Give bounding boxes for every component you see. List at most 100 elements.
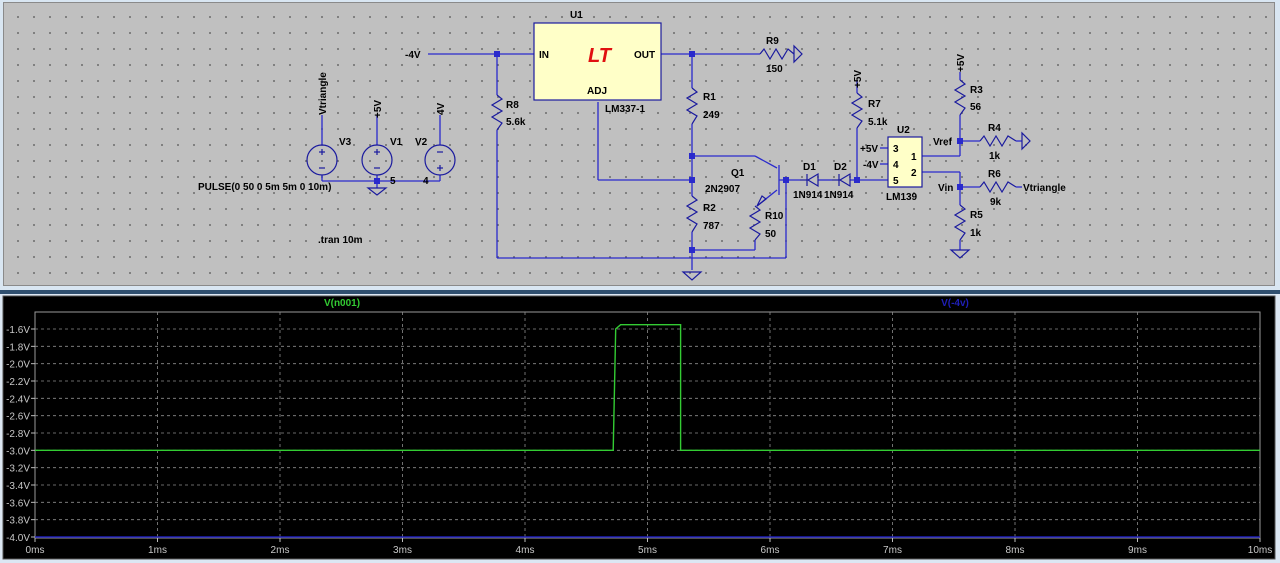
resistor-R4: [979, 134, 1017, 148]
ref-R5: R5: [970, 210, 983, 221]
value-R2: 787: [703, 221, 720, 232]
resistor-R9: [759, 47, 795, 61]
value-R4: 1k: [989, 151, 1001, 162]
waveform-plot[interactable]: -1.6V -1.8V -2.0V -2.2V -2.4V -2.6V -2.8V -3.0V…: [0, 294, 1280, 563]
net-label-plus5v-r7: +5V: [853, 70, 864, 88]
trace-vn001[interactable]: [35, 324, 1260, 452]
ground-icon: [949, 249, 971, 259]
ref-D2: D2: [834, 162, 847, 173]
schematic-drawing[interactable]: LT IN OUT ADJ U1 LM337-1 3 4 5 1 2 +5V -…: [0, 0, 1280, 290]
ground-icon: [366, 187, 388, 196]
x-tick-label: 5ms: [638, 545, 657, 556]
source-V3: [306, 144, 338, 176]
ground-icon: [1021, 131, 1031, 151]
resistor-R6: [979, 180, 1017, 194]
ref-R3: R3: [970, 85, 983, 96]
y-tick-label: -2.2V: [6, 377, 30, 388]
ground-icon: [681, 271, 703, 281]
ground-symbols: [366, 44, 1031, 281]
y-tick-label: -2.0V: [6, 360, 30, 371]
resistor-R8: [490, 94, 504, 131]
ref-V2: V2: [415, 137, 428, 148]
value-V3: PULSE(0 50 0 5m 5m 0 10m): [198, 182, 331, 193]
ref-R8: R8: [506, 100, 519, 111]
value-R3: 56: [970, 102, 982, 113]
pane-splitter[interactable]: [0, 290, 1280, 294]
ref-R2: R2: [703, 203, 716, 214]
ref-V3: V3: [339, 137, 352, 148]
diode-D1: [806, 172, 819, 188]
net-label-neg4v: -4V: [405, 50, 421, 61]
y-tick-label: -1.6V: [6, 325, 30, 336]
u2-pin-2: 2: [911, 168, 917, 179]
pin-label-in: IN: [539, 50, 549, 61]
net-label-v2: 4V: [436, 102, 447, 115]
ref-V1: V1: [390, 137, 403, 148]
ref-D1: D1: [803, 162, 816, 173]
x-tick-label: 9ms: [1128, 545, 1147, 556]
y-tick-label: -2.4V: [6, 394, 30, 405]
model-U2: LM139: [886, 192, 918, 203]
x-tick-label: 2ms: [271, 545, 290, 556]
lt-logo-icon: LT: [588, 45, 613, 67]
y-tick-label: -3.0V: [6, 446, 30, 457]
value-R6: 9k: [990, 197, 1002, 208]
pin-label-out: OUT: [634, 50, 655, 61]
waveform-viewer-pane[interactable]: -1.6V -1.8V -2.0V -2.2V -2.4V -2.6V -2.8V -3.0V…: [0, 294, 1280, 563]
u2-label-neg4v: -4V: [863, 160, 879, 171]
resistor-symbols: [490, 47, 1017, 241]
ref-R9: R9: [766, 36, 779, 47]
pin-label-adj: ADJ: [587, 86, 607, 97]
u2-pin-5: 5: [893, 176, 899, 187]
spice-directive[interactable]: .tran 10m: [318, 235, 363, 246]
net-label-vref: Vref: [933, 137, 953, 148]
ref-Q1: Q1: [731, 168, 745, 179]
model-U1: LM337-1: [605, 104, 645, 115]
model-D2: 1N914: [824, 190, 854, 201]
x-tick-label: 8ms: [1006, 545, 1025, 556]
net-label-plus5v-r3: +5V: [956, 54, 967, 72]
comparator-U2-body[interactable]: [887, 136, 923, 188]
diode-D2: [838, 172, 851, 188]
value-V1: 5: [390, 176, 396, 187]
u2-pin-4: 4: [893, 160, 899, 171]
diode-symbols: [800, 172, 851, 188]
value-R1: 249: [703, 110, 720, 121]
value-V2: 4: [423, 176, 429, 187]
resistor-R1: [685, 87, 699, 125]
net-label-vtriangle-v3: Vtriangle: [318, 72, 329, 115]
regulator-U1-body[interactable]: [533, 22, 662, 101]
net-label-plus5v-v1: +5V: [373, 100, 384, 118]
trace-label-vn001[interactable]: V(n001): [324, 298, 360, 309]
ref-U2: U2: [897, 125, 910, 136]
ref-R6: R6: [988, 169, 1001, 180]
y-tick-label: -3.8V: [6, 516, 30, 527]
transistor-emitter-arrow: [756, 195, 767, 207]
net-label-vin: Vin: [938, 183, 953, 194]
ref-R1: R1: [703, 92, 716, 103]
value-R8: 5.6k: [506, 117, 526, 128]
resistor-R5: [953, 204, 967, 241]
trace-label-v-4v[interactable]: V(-4v): [941, 298, 969, 309]
ref-R4: R4: [988, 123, 1001, 134]
value-R9: 150: [766, 64, 783, 75]
ref-R10: R10: [765, 211, 784, 222]
resistor-R10: [748, 205, 762, 241]
y-tick-label: -3.2V: [6, 464, 30, 475]
y-tick-label: -1.8V: [6, 342, 30, 353]
model-D1: 1N914: [793, 190, 823, 201]
ground-icon: [793, 44, 803, 64]
u2-label-plus5v: +5V: [860, 144, 878, 155]
y-tick-label: -4.0V: [6, 533, 30, 544]
u2-pin-3: 3: [893, 144, 899, 155]
source-V2: [424, 144, 456, 176]
net-label-vtriangle-r6: Vtriangle: [1023, 183, 1066, 194]
resistor-R2: [685, 195, 699, 233]
x-tick-label: 10ms: [1248, 545, 1272, 556]
y-tick-label: -2.8V: [6, 429, 30, 440]
y-tick-label: -2.6V: [6, 412, 30, 423]
u2-pin-1: 1: [911, 152, 917, 163]
resistor-R3: [953, 79, 967, 116]
resistor-R7: [850, 92, 864, 129]
schematic-editor-pane[interactable]: LT IN OUT ADJ U1 LM337-1 3 4 5 1 2 +5V -…: [0, 0, 1280, 290]
